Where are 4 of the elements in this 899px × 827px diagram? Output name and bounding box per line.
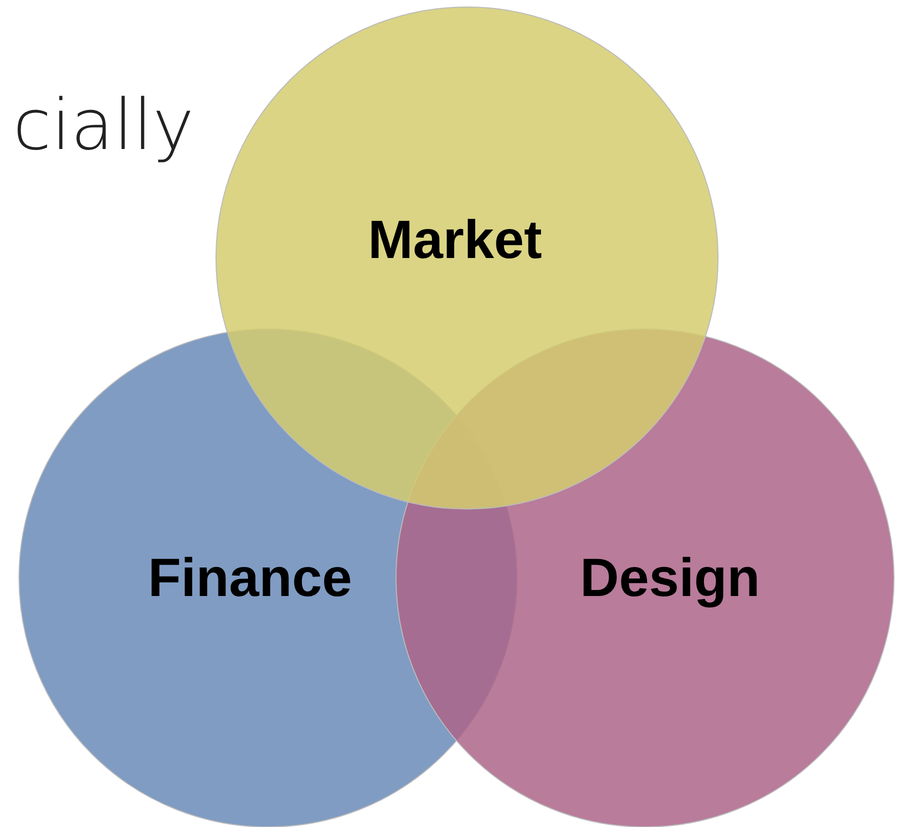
circle-label: Design	[580, 547, 760, 609]
heading-fragment: cially	[12, 84, 194, 166]
circle-label: Market	[368, 209, 542, 271]
circle-label: Finance	[148, 547, 352, 609]
